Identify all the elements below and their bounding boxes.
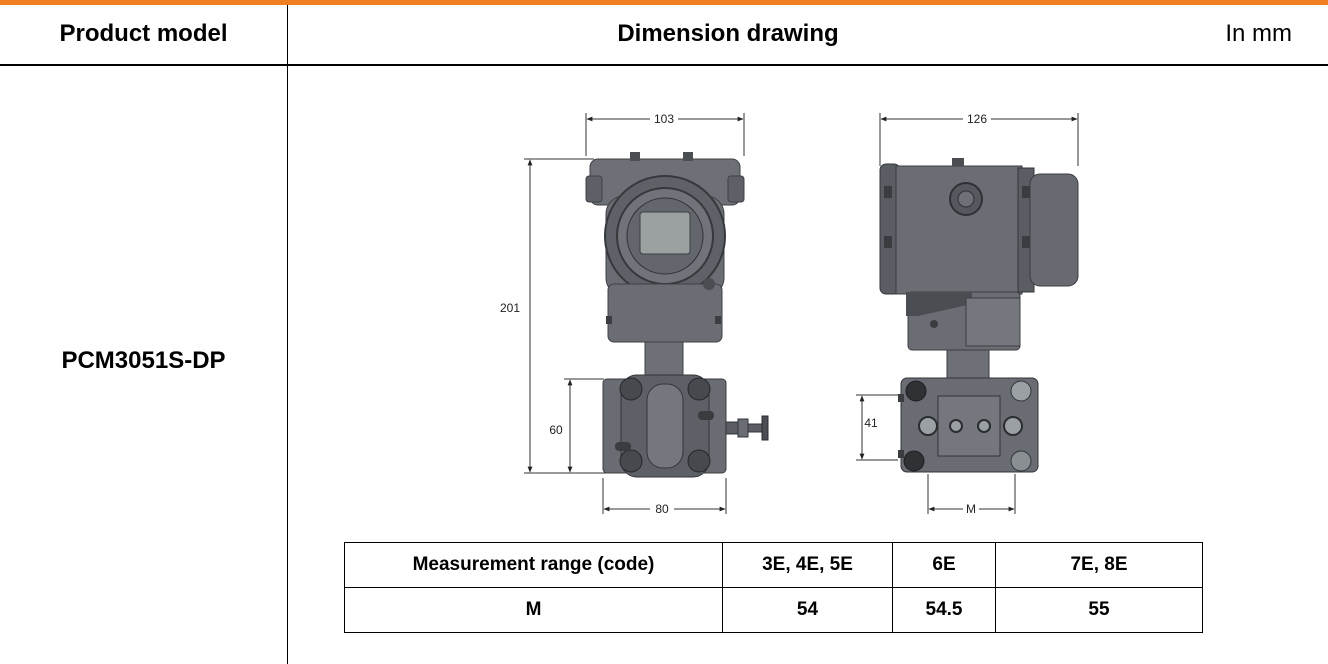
table-cell: 55 — [995, 587, 1203, 633]
front-width-label: 103 — [654, 112, 674, 126]
dimension-drawing-header: Dimension drawing — [617, 20, 839, 47]
table-row: M 54 54.5 55 — [344, 587, 1203, 633]
table-cell: Measurement range (code) — [344, 542, 723, 588]
front-height-label: 201 — [500, 301, 520, 315]
header-divider — [0, 64, 1328, 66]
side-view: 126 41 M — [856, 112, 1079, 516]
flange-width-label: 80 — [655, 502, 669, 516]
table-cell: 3E, 4E, 5E — [722, 542, 893, 588]
product-model-header: Product model — [59, 20, 228, 47]
flange-height-label: 60 — [549, 423, 563, 437]
dimension-drawing: 103 201 60 80 — [500, 112, 1079, 516]
process-height-label: 41 — [864, 416, 878, 430]
front-view: 103 201 60 80 — [500, 112, 769, 516]
column-divider — [287, 5, 288, 664]
table-cell: 54.5 — [892, 587, 996, 633]
table-cell: 6E — [892, 542, 996, 588]
measurement-range-table: Measurement range (code) 3E, 4E, 5E 6E 7… — [344, 542, 1203, 633]
table-row: Measurement range (code) 3E, 4E, 5E 6E 7… — [344, 542, 1203, 588]
unit-label: In mm — [1225, 20, 1292, 47]
product-model-name: PCM3051S-DP — [61, 347, 226, 374]
process-spacing-label: M — [966, 502, 976, 516]
side-depth-label: 126 — [967, 112, 987, 126]
table-cell: 54 — [722, 587, 893, 633]
table-cell: 7E, 8E — [995, 542, 1203, 588]
accent-bar — [0, 0, 1328, 5]
table-cell: M — [344, 587, 723, 633]
